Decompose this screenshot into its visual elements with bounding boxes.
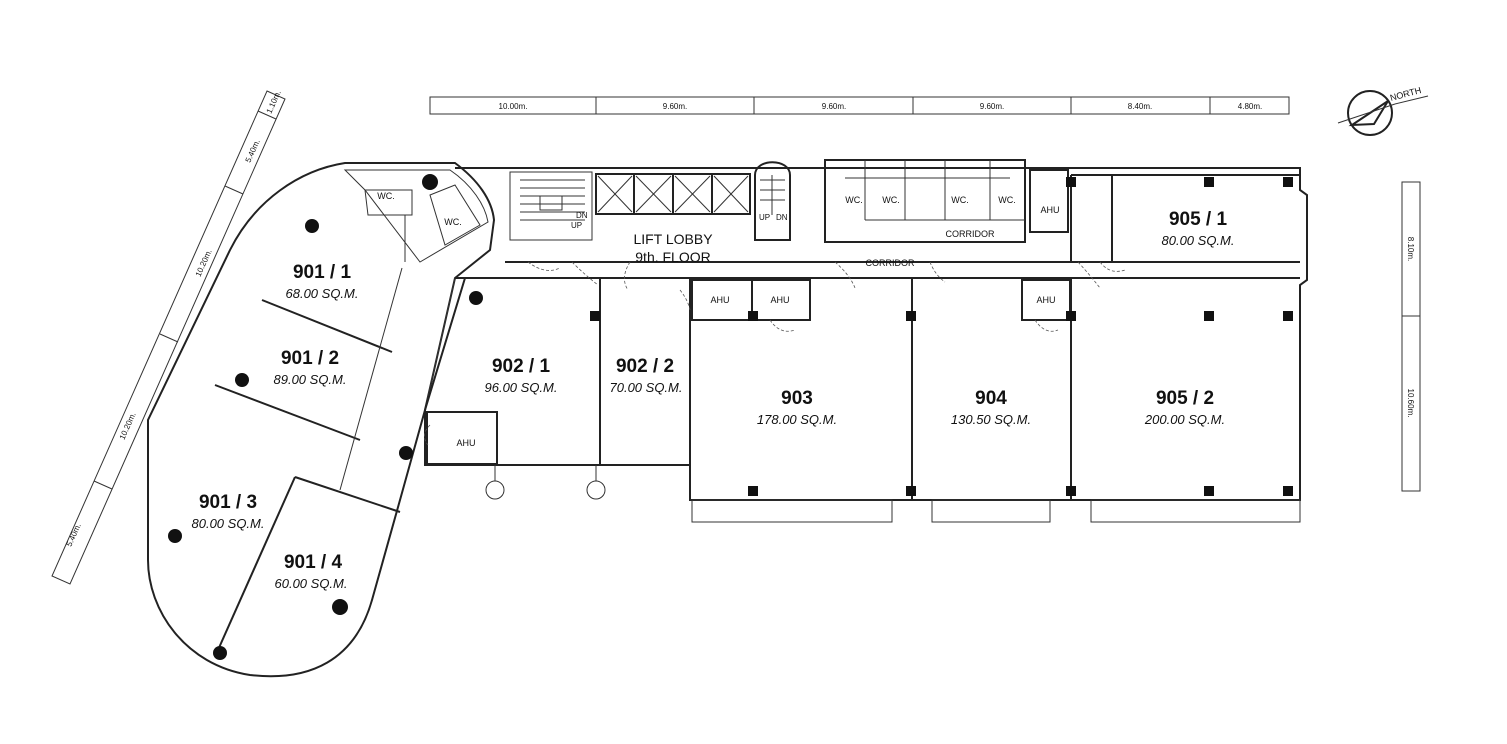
- unit-904-area: 130.50 SQ.M.: [951, 412, 1031, 427]
- lift-lobby-label: LIFT LOBBY: [633, 231, 713, 247]
- unit-labels: 901 / 1 68.00 SQ.M. 901 / 2 89.00 SQ.M. …: [192, 209, 1235, 591]
- structural-columns: [168, 174, 1293, 660]
- main-block: [424, 159, 1308, 523]
- unit-905-2-number: 905 / 2: [1156, 388, 1214, 409]
- dim-left-3: 10.20m.: [194, 248, 214, 278]
- corridor-label-main: CORRIDOR: [866, 258, 915, 268]
- unit-902-2-area: 70.00 SQ.M.: [610, 380, 683, 395]
- dim-left-2: 5.40m.: [244, 138, 262, 164]
- unit-901-2-number: 901 / 2: [281, 348, 339, 369]
- unit-905-1-number: 905 / 1: [1169, 209, 1228, 230]
- unit-905-1-area: 80.00 SQ.M.: [1162, 233, 1235, 248]
- unit-901-1-number: 901 / 1: [293, 262, 352, 283]
- curved-wing: [147, 162, 496, 678]
- wc-label-3: WC.: [845, 195, 863, 205]
- floor-label: 9th. FLOOR: [635, 249, 710, 265]
- dim-top-2: 9.60m.: [663, 102, 687, 111]
- stair-up-label-2: UP: [759, 213, 770, 222]
- dim-top-6: 4.80m.: [1238, 102, 1262, 111]
- ahu-label-1: AHU: [710, 295, 729, 305]
- dim-left-5: 5.40m.: [65, 522, 83, 548]
- unit-903-area: 178.00 SQ.M.: [757, 412, 837, 427]
- ahu-label-4: AHU: [1040, 205, 1059, 215]
- unit-901-4-area: 60.00 SQ.M.: [275, 576, 348, 591]
- ahu-label-3: AHU: [1036, 295, 1055, 305]
- dim-right-1: 8.10m.: [1406, 237, 1415, 261]
- unit-901-1-area: 68.00 SQ.M.: [286, 286, 359, 301]
- stair-dn-label-2: DN: [776, 213, 788, 222]
- north-arrow-icon: NORTH: [1337, 85, 1429, 136]
- wc-label-1: WC.: [377, 191, 395, 201]
- top-dimension-strip: 10.00m. 9.60m. 9.60m. 9.60m. 8.40m. 4.80…: [429, 96, 1290, 115]
- ahu-label-2: AHU: [770, 295, 789, 305]
- ahu-label-5: AHU: [456, 438, 475, 448]
- core-labels: LIFT LOBBY 9th. FLOOR CORRIDOR CORRIDOR …: [377, 191, 1059, 448]
- unit-905-2-area: 200.00 SQ.M.: [1144, 412, 1225, 427]
- wc-label-6: WC.: [998, 195, 1016, 205]
- unit-901-4-number: 901 / 4: [284, 552, 343, 573]
- wc-label-2: WC.: [444, 217, 462, 227]
- wc-label-4: WC.: [882, 195, 900, 205]
- dim-left-4: 10.20m.: [118, 411, 138, 441]
- dim-top-3: 9.60m.: [822, 102, 846, 111]
- dim-top-5: 8.40m.: [1128, 102, 1152, 111]
- stair-dn-label-1: DN: [576, 211, 588, 220]
- wc-label-5: WC.: [951, 195, 969, 205]
- unit-903-number: 903: [781, 388, 813, 409]
- dim-top-1: 10.00m.: [499, 102, 528, 111]
- unit-901-3-area: 80.00 SQ.M.: [192, 516, 265, 531]
- unit-902-1-area: 96.00 SQ.M.: [485, 380, 558, 395]
- north-label: NORTH: [1389, 85, 1422, 103]
- unit-904-number: 904: [975, 388, 1007, 409]
- dim-right-2: 10.60m.: [1406, 389, 1415, 418]
- unit-901-2-area: 89.00 SQ.M.: [274, 372, 347, 387]
- unit-901-3-number: 901 / 3: [199, 492, 257, 513]
- corridor-label-wc: CORRIDOR: [946, 229, 995, 239]
- unit-902-2-number: 902 / 2: [616, 356, 674, 377]
- stair-up-label-1: UP: [571, 221, 582, 230]
- dim-top-4: 9.60m.: [980, 102, 1004, 111]
- unit-902-1-number: 902 / 1: [492, 356, 551, 377]
- right-dimension-strip: 8.10m. 10.60m.: [1401, 181, 1421, 492]
